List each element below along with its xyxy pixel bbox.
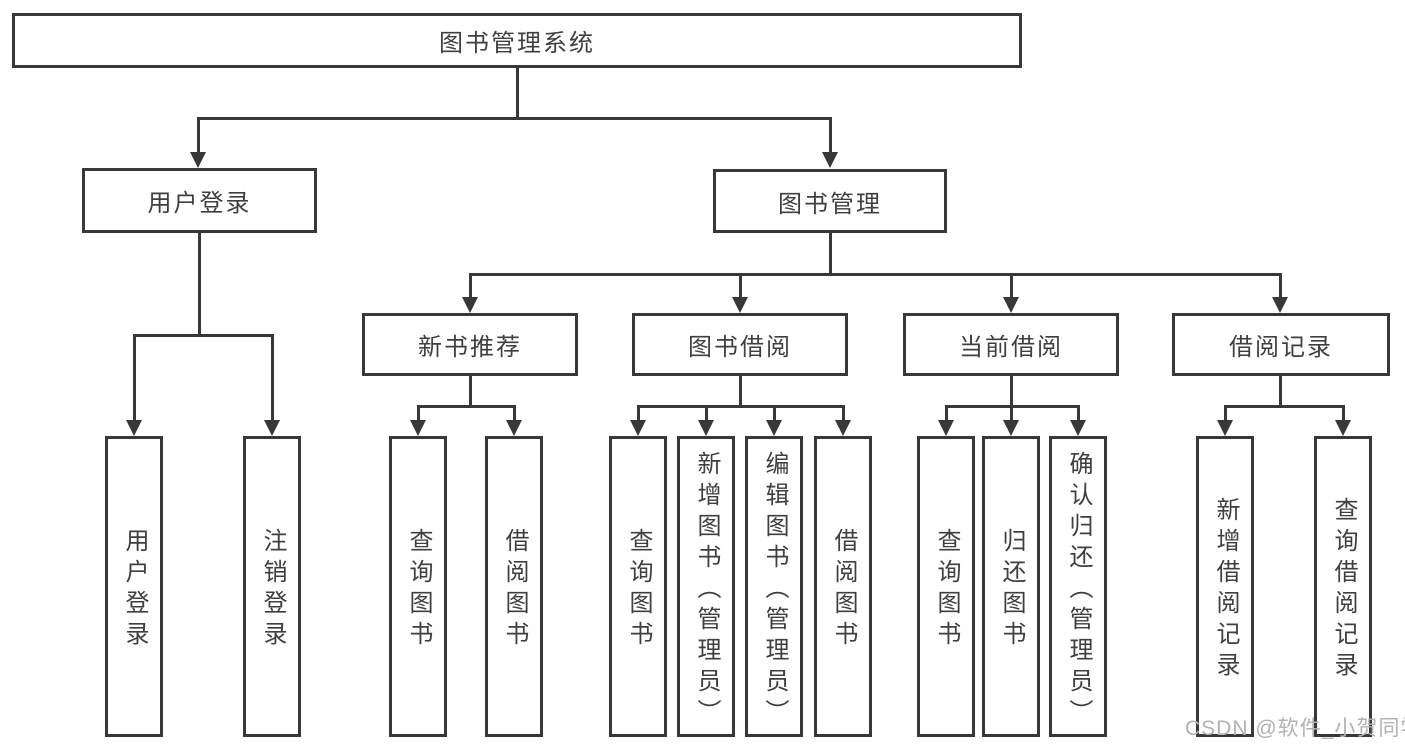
connector-line-v bbox=[944, 405, 948, 420]
arrowhead-icon bbox=[1335, 420, 1351, 436]
connector-line-v bbox=[1009, 405, 1013, 420]
leaf-query-book-borrowing-label: 查询图书 bbox=[625, 528, 652, 652]
leaf-logout: 注销登录 bbox=[243, 436, 301, 737]
connector-line-v bbox=[1278, 376, 1282, 406]
arrowhead-icon bbox=[1272, 297, 1288, 313]
leaf-logout-label: 注销登录 bbox=[259, 528, 286, 652]
leaf-add-borrow-record-label: 新增借阅记录 bbox=[1212, 497, 1239, 683]
leaf-borrow-book-borrowing: 借阅图书 bbox=[814, 436, 872, 737]
arrowhead-icon bbox=[630, 420, 646, 436]
node-current-borrowing-label: 当前借阅 bbox=[959, 334, 1063, 361]
connector-line-v bbox=[512, 405, 516, 420]
node-new-book-recommend: 新书推荐 bbox=[362, 313, 578, 376]
connector-line-v bbox=[416, 405, 420, 420]
leaf-borrow-book-recommend: 借阅图书 bbox=[485, 436, 543, 737]
leaf-query-book-current: 查询图书 bbox=[917, 436, 975, 737]
connector-line-v bbox=[132, 334, 136, 420]
leaf-return-book-label: 归还图书 bbox=[998, 528, 1025, 652]
leaf-edit-book-admin: 编辑图书（管理员） bbox=[745, 436, 803, 737]
arrowhead-icon bbox=[835, 420, 851, 436]
node-book-borrowing: 图书借阅 bbox=[632, 313, 848, 376]
connector-line-h bbox=[416, 405, 516, 408]
leaf-user-login-label: 用户登录 bbox=[121, 528, 148, 652]
leaf-return-book: 归还图书 bbox=[982, 436, 1040, 737]
connector-line-v bbox=[738, 273, 742, 297]
leaf-user-login: 用户登录 bbox=[105, 436, 163, 737]
arrowhead-icon bbox=[732, 297, 748, 313]
node-book-management: 图书管理 bbox=[713, 169, 947, 233]
node-new-book-recommend-label: 新书推荐 bbox=[418, 334, 522, 361]
arrowhead-icon bbox=[126, 420, 142, 436]
csdn-watermark: CSDN @软件_小贺同学 bbox=[1185, 717, 1405, 740]
connector-line-v bbox=[196, 117, 200, 152]
root-node: 图书管理系统 bbox=[12, 13, 1022, 68]
arrowhead-icon bbox=[1070, 420, 1086, 436]
connector-line-h bbox=[196, 117, 832, 120]
node-user-login-label: 用户登录 bbox=[147, 190, 252, 217]
connector-line-v bbox=[828, 117, 832, 152]
connector-line-v bbox=[197, 231, 201, 335]
connector-line-v bbox=[1223, 405, 1227, 420]
arrowhead-icon bbox=[1003, 420, 1019, 436]
root-node-label: 图书管理系统 bbox=[439, 30, 595, 57]
connector-line-v bbox=[738, 374, 742, 406]
connector-line-v bbox=[270, 334, 274, 420]
arrowhead-icon bbox=[410, 420, 426, 436]
node-borrow-records: 借阅记录 bbox=[1172, 313, 1390, 376]
leaf-borrow-book-borrowing-label: 借阅图书 bbox=[830, 528, 857, 652]
arrowhead-icon bbox=[766, 420, 782, 436]
node-borrow-records-label: 借阅记录 bbox=[1229, 334, 1333, 361]
connector-line-v bbox=[704, 405, 708, 420]
leaf-add-borrow-record: 新增借阅记录 bbox=[1196, 436, 1254, 737]
leaf-edit-book-admin-label: 编辑图书（管理员） bbox=[761, 450, 788, 730]
leaf-query-book-borrowing: 查询图书 bbox=[609, 436, 667, 737]
connector-line-h bbox=[636, 405, 845, 408]
connector-line-v bbox=[468, 374, 472, 406]
leaf-query-book-recommend: 查询图书 bbox=[389, 436, 447, 737]
leaf-confirm-return-admin-label: 确认归还（管理员） bbox=[1065, 450, 1092, 730]
connector-line-v bbox=[772, 405, 776, 420]
connector-line-v bbox=[841, 405, 845, 420]
connector-line-h bbox=[132, 334, 274, 337]
leaf-query-book-current-label: 查询图书 bbox=[933, 528, 960, 652]
arrowhead-icon bbox=[822, 152, 838, 168]
arrowhead-icon bbox=[264, 420, 280, 436]
node-book-management-label: 图书管理 bbox=[778, 190, 882, 218]
connector-line-v bbox=[636, 405, 640, 420]
connector-line-v bbox=[1009, 374, 1013, 406]
connector-line-v bbox=[828, 232, 832, 274]
connector-line-v bbox=[1341, 405, 1345, 420]
leaf-borrow-book-recommend-label: 借阅图书 bbox=[501, 528, 528, 652]
connector-line-v bbox=[468, 273, 472, 297]
node-book-borrowing-label: 图书借阅 bbox=[688, 334, 792, 361]
connector-line-h bbox=[468, 273, 1282, 276]
leaf-query-book-recommend-label: 查询图书 bbox=[405, 528, 432, 652]
leaf-query-borrow-record-label: 查询借阅记录 bbox=[1330, 497, 1357, 683]
arrowhead-icon bbox=[1003, 297, 1019, 313]
node-user-login: 用户登录 bbox=[82, 168, 317, 233]
leaf-confirm-return-admin: 确认归还（管理员） bbox=[1049, 436, 1107, 737]
arrowhead-icon bbox=[462, 297, 478, 313]
arrowhead-icon bbox=[1217, 420, 1233, 436]
connector-line-v bbox=[515, 66, 519, 120]
connector-line-v bbox=[1278, 273, 1282, 297]
leaf-add-book-admin: 新增图书（管理员） bbox=[677, 436, 735, 737]
arrowhead-icon bbox=[506, 420, 522, 436]
connector-line-v bbox=[1009, 273, 1013, 297]
arrowhead-icon bbox=[938, 420, 954, 436]
connector-line-v bbox=[1076, 405, 1080, 420]
arrowhead-icon bbox=[698, 420, 714, 436]
connector-line-h bbox=[1223, 405, 1345, 408]
leaf-add-book-admin-label: 新增图书（管理员） bbox=[693, 450, 720, 730]
node-current-borrowing: 当前借阅 bbox=[903, 313, 1119, 376]
arrowhead-icon bbox=[190, 152, 206, 168]
leaf-query-borrow-record: 查询借阅记录 bbox=[1314, 436, 1372, 737]
